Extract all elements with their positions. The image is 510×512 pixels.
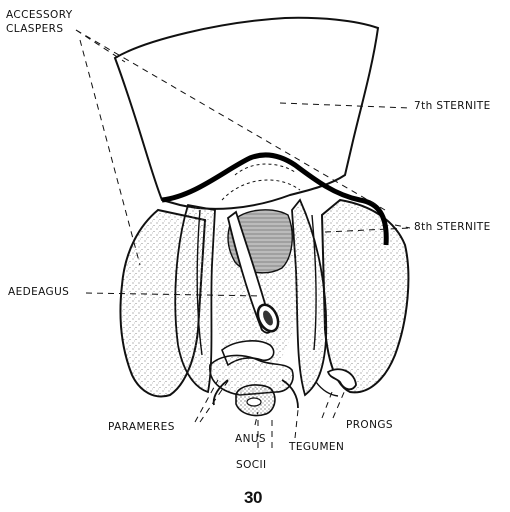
sternite-7 <box>115 18 378 209</box>
figure-number: 30 <box>244 488 262 508</box>
label-parameres: PARAMERES <box>108 421 175 434</box>
label-anus: ANUS <box>235 433 266 446</box>
lower-structures <box>210 341 298 416</box>
label-8th-sternite: 8th STERNITE <box>414 221 491 234</box>
label-7th-sternite: 7th STERNITE <box>414 100 491 113</box>
label-tegumen: TEGUMEN <box>289 441 344 454</box>
label-accessory-claspers-line2: CLASPERS <box>6 23 63 36</box>
label-socii: SOCII <box>236 459 266 472</box>
label-accessory-claspers-line1: ACCESSORY <box>6 9 73 22</box>
label-aedeagus: AEDEAGUS <box>8 286 69 299</box>
label-prongs: PRONGS <box>346 419 393 432</box>
